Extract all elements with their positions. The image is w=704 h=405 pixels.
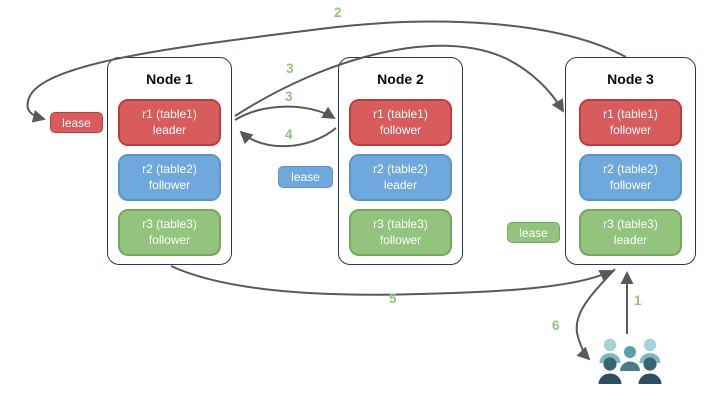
- step-label-3b: 3: [285, 89, 293, 104]
- node-1-title: Node 1: [146, 71, 193, 87]
- replica-role: follower: [609, 177, 652, 192]
- step-label-3a: 3: [286, 61, 294, 76]
- node-1-replica-r2: r2 (table2) follower: [118, 154, 221, 201]
- replica-label: r2 (table2): [373, 161, 428, 176]
- node-3-title: Node 3: [607, 71, 654, 87]
- replica-label: r3 (table3): [373, 216, 428, 231]
- replica-label: r2 (table2): [603, 161, 658, 176]
- node-3-replica-r1: r1 (table1) follower: [579, 99, 682, 146]
- node-1-replica-r3: r3 (table3) follower: [118, 209, 221, 256]
- replica-label: r3 (table3): [142, 216, 197, 231]
- replica-role: leader: [383, 177, 418, 192]
- node-3-replica-r2: r2 (table2) follower: [579, 154, 682, 201]
- node-3-replica-r3: r3 (table3) leader: [579, 209, 682, 256]
- replica-role: follower: [148, 232, 191, 247]
- lease-label-green: lease: [507, 222, 560, 243]
- step-label-6: 6: [552, 318, 560, 333]
- replica-label: r2 (table2): [142, 161, 197, 176]
- node-1: Node 1 r1 (table1) leader r2 (table2) fo…: [107, 57, 232, 265]
- replica-label: r1 (table1): [142, 106, 197, 121]
- step-label-4: 4: [285, 127, 293, 142]
- node-2-replica-r2: r2 (table2) leader: [349, 154, 452, 201]
- node-3: Node 3 r1 (table1) follower r2 (table2) …: [565, 57, 696, 265]
- step-label-1: 1: [634, 293, 642, 308]
- replica-role: leader: [152, 122, 187, 137]
- lease-label-blue: lease: [278, 166, 333, 188]
- arrow-step-3-node1-to-node2: [234, 105, 336, 121]
- node-1-replica-r1: r1 (table1) leader: [118, 99, 221, 146]
- replica-role: follower: [379, 122, 422, 137]
- replica-role: follower: [379, 232, 422, 247]
- replica-role: follower: [148, 177, 191, 192]
- replica-label: r1 (table1): [373, 106, 428, 121]
- node-2: Node 2 r1 (table1) follower r2 (table2) …: [338, 57, 463, 265]
- replica-label: r3 (table3): [603, 216, 658, 231]
- replica-role: follower: [609, 122, 652, 137]
- users-group-icon: [598, 338, 662, 384]
- step-label-5: 5: [389, 291, 397, 306]
- node-2-replica-r1: r1 (table1) follower: [349, 99, 452, 146]
- lease-label-red: lease: [50, 112, 103, 133]
- node-2-title: Node 2: [377, 71, 424, 87]
- replica-label: r1 (table1): [603, 106, 658, 121]
- step-label-2: 2: [334, 5, 342, 20]
- replica-role: leader: [613, 232, 648, 247]
- node-2-replica-r3: r3 (table3) follower: [349, 209, 452, 256]
